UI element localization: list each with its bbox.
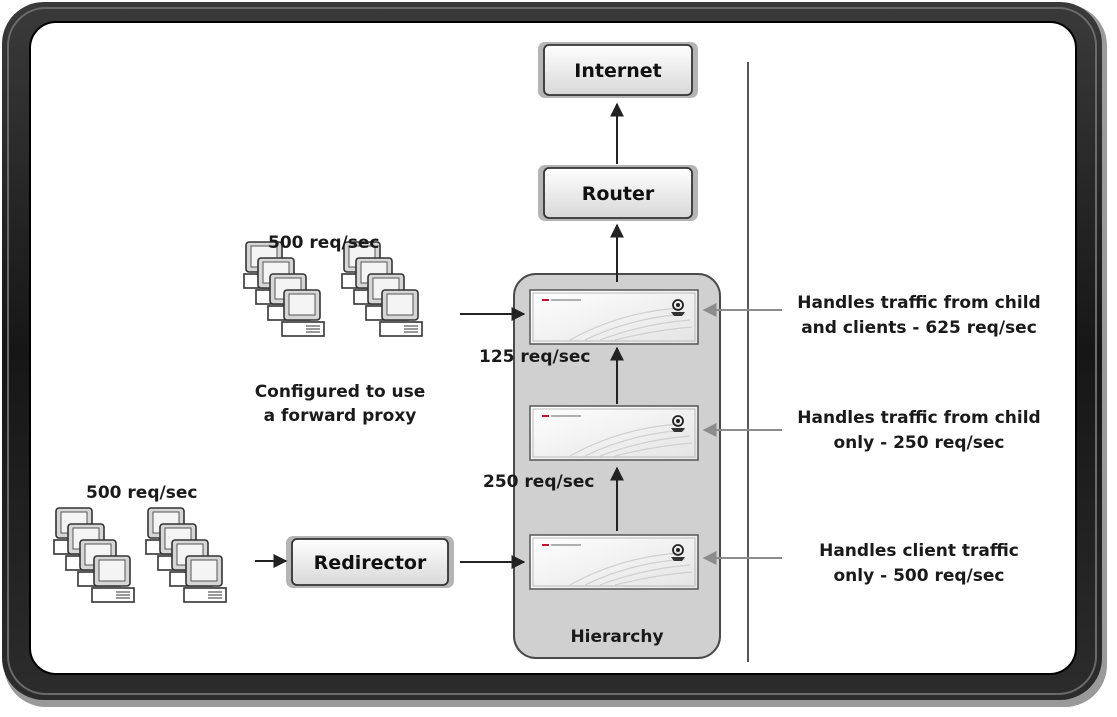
annotation-bottom-line2: only - 500 req/sec	[833, 566, 1004, 586]
upper-clients-caption-2: a forward proxy	[264, 406, 417, 426]
annotation-top-line2: and clients - 625 req/sec	[801, 318, 1037, 338]
internet-node: Internet	[538, 42, 698, 98]
redirector-label: Redirector	[314, 552, 427, 574]
annotation-middle-line2: only - 250 req/sec	[833, 433, 1004, 453]
annotation-top-line1: Handles traffic from child	[797, 293, 1040, 313]
annotation-middle-line1: Handles traffic from child	[797, 408, 1040, 428]
upper-clients-caption-1: Configured to use	[255, 382, 426, 402]
hierarchy-label: Hierarchy	[570, 627, 663, 647]
proxy-server-icon	[529, 534, 699, 590]
router-label: Router	[582, 183, 655, 205]
annotation-arrows	[702, 303, 782, 565]
link-rate-125: 125 req/sec	[479, 347, 590, 367]
lower-clients-rate: 500 req/sec	[86, 483, 197, 503]
frame-bevel	[7, 7, 1097, 695]
router-node: Router	[538, 165, 698, 221]
upper-clients-rate: 500 req/sec	[268, 233, 379, 253]
proxy-server-icon	[529, 405, 699, 461]
annotation-bottom-line1: Handles client traffic	[819, 541, 1019, 561]
redirector-node: Redirector	[286, 536, 454, 588]
connector-arrows	[255, 102, 624, 569]
proxy-server-icon	[529, 289, 699, 345]
internet-label: Internet	[574, 60, 661, 82]
link-rate-250: 250 req/sec	[483, 472, 594, 492]
